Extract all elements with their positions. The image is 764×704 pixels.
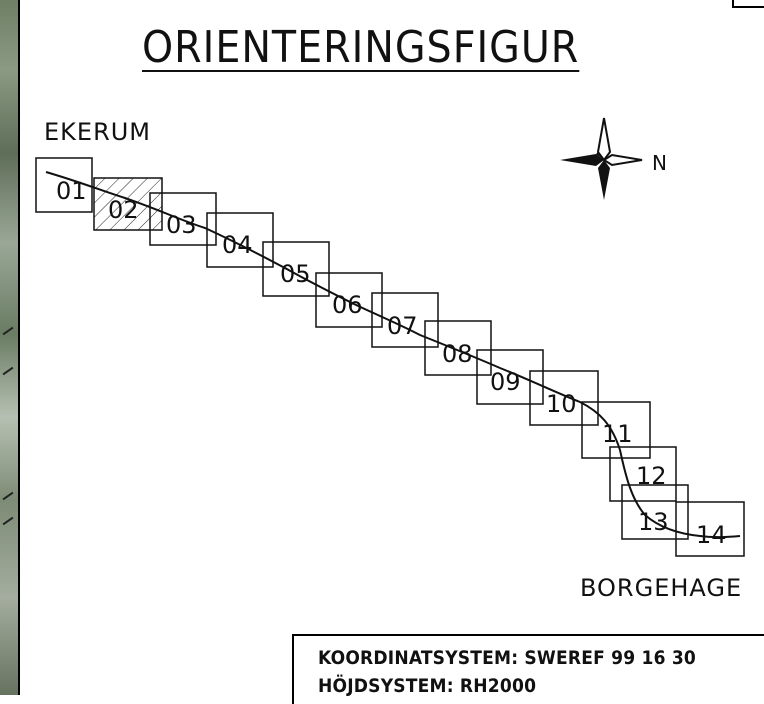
- sheet-frame-05: [262, 241, 330, 297]
- sheet-label-03: 03: [166, 211, 197, 239]
- sheet-frame-10: [529, 370, 599, 426]
- sheet-frame-08: [424, 320, 492, 376]
- page-title: ORIENTERINGSFIGUR: [142, 22, 580, 73]
- sheet-label-04: 04: [222, 231, 253, 259]
- sheet-label-02: 02: [108, 196, 139, 224]
- sheet-label-05: 05: [280, 260, 311, 288]
- start-place-label: EKERUM: [44, 118, 152, 146]
- sheet-label-07: 07: [387, 312, 418, 340]
- sheet-frame-07: [371, 292, 439, 348]
- sheet-frame-01: [35, 157, 93, 213]
- height-system-text: HÖJDSYSTEM: RH2000: [318, 675, 537, 697]
- sheet-label-14: 14: [696, 521, 727, 549]
- road-alignment-line: [45, 171, 741, 539]
- end-place-label: BORGEHAGE: [580, 574, 743, 602]
- compass-rose-icon: [560, 117, 643, 200]
- sheet-frame-14: [675, 501, 745, 557]
- sheet-label-12: 12: [636, 462, 667, 490]
- sheet-label-09: 09: [490, 368, 521, 396]
- compass-north-label: N: [652, 151, 667, 175]
- info-box: KOORDINATSYSTEM: SWEREF 99 16 30 HÖJDSYS…: [292, 634, 764, 704]
- sheet-frame-06: [315, 272, 383, 328]
- sheet-frame-03: [149, 192, 217, 246]
- sheet-label-01: 01: [56, 177, 87, 205]
- sheet-label-13: 13: [638, 508, 669, 536]
- sheet-frame-13: [621, 484, 689, 540]
- frame-corner: [732, 0, 764, 8]
- sheet-label-08: 08: [442, 340, 473, 368]
- aerial-photo-strip: [0, 0, 20, 695]
- sheet-frame-04: [206, 212, 274, 268]
- sheet-frame-11: [581, 401, 651, 459]
- sheet-frame-12: [609, 446, 677, 502]
- coordinate-system-text: KOORDINATSYSTEM: SWEREF 99 16 30: [318, 647, 697, 669]
- sheet-label-11: 11: [602, 420, 633, 448]
- sheet-frame-09: [476, 349, 544, 405]
- sheet-label-10: 10: [546, 390, 577, 418]
- sheet-label-06: 06: [332, 291, 363, 319]
